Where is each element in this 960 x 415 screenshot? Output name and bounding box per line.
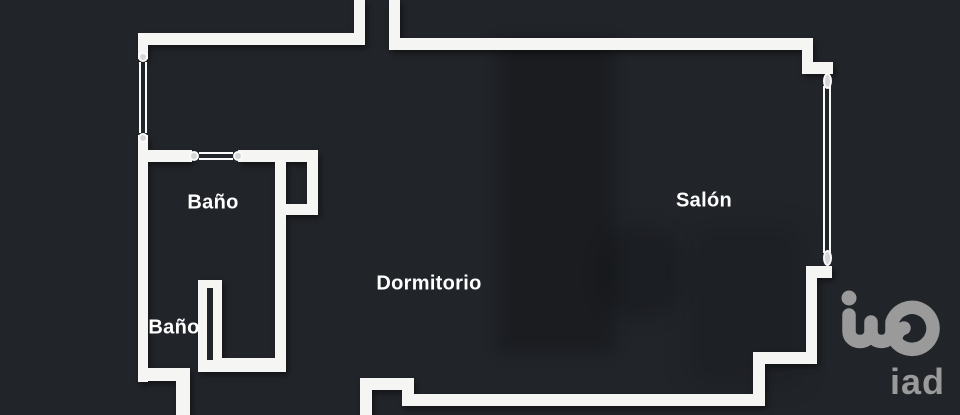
- wall-salon-step-horizontal: [753, 352, 817, 364]
- window-left-pane-2: [145, 62, 147, 133]
- wall-sw-step-connector: [402, 378, 414, 406]
- window-left-end-2: [138, 133, 148, 143]
- window-bano-pane-2: [199, 158, 233, 160]
- window-right-pane-1: [823, 86, 825, 253]
- window-right-end-1: [822, 73, 832, 89]
- wall-sw-step-vertical: [360, 378, 372, 415]
- room-label-bano-2: Baño: [148, 316, 200, 339]
- wall-bano1-right-wall: [275, 150, 286, 372]
- window-bano-end-2: [233, 151, 243, 161]
- shade-blob: [600, 225, 680, 320]
- window-bano-pane-1: [199, 152, 233, 154]
- wall-bano2-door-side-wall: [176, 368, 190, 415]
- iad-logo-glyph: [841, 290, 940, 357]
- window-right-pane-2: [829, 86, 831, 253]
- partition-slot: [207, 288, 213, 360]
- wall-entry-jamb-left: [354, 0, 365, 40]
- wall-bottom-wall: [402, 394, 765, 406]
- wall-ne-step-nub: [802, 62, 833, 74]
- iad-logo-dot: [841, 290, 857, 306]
- wall-salon-right-wall: [806, 266, 817, 356]
- room-label-bano-1: Baño: [187, 191, 239, 214]
- iad-logo-wave: [842, 300, 940, 357]
- wall-left-wall-main: [138, 135, 148, 382]
- wall-left-wall-upper-stub: [138, 33, 148, 59]
- wall-shaft-right-wall: [307, 150, 318, 215]
- window-left-pane-1: [139, 62, 141, 133]
- wall-sw-step-horizontal: [360, 378, 414, 390]
- wall-bano1-ext-bottom-wall: [210, 358, 286, 372]
- iad-logo-text: iad: [889, 361, 945, 402]
- window-left-end-1: [138, 52, 148, 62]
- wall-top-wall-left: [138, 33, 365, 45]
- wall-ne-step-vertical: [802, 38, 813, 74]
- wall-shaft-bottom-wall: [286, 204, 318, 215]
- wall-top-wall-right: [389, 38, 813, 50]
- wall-bano1-top-wall-left: [138, 150, 192, 162]
- wall-salon-step-vertical: [753, 352, 765, 397]
- room-label-dormitorio: Dormitorio: [376, 272, 482, 295]
- shade-center: [497, 38, 615, 353]
- window-bano-end-1: [189, 151, 199, 161]
- iad-logo: iad: [840, 290, 946, 400]
- window-right-end-2: [822, 250, 832, 266]
- room-label-salon: Salón: [676, 189, 732, 212]
- wall-entry-jamb-right: [389, 0, 400, 45]
